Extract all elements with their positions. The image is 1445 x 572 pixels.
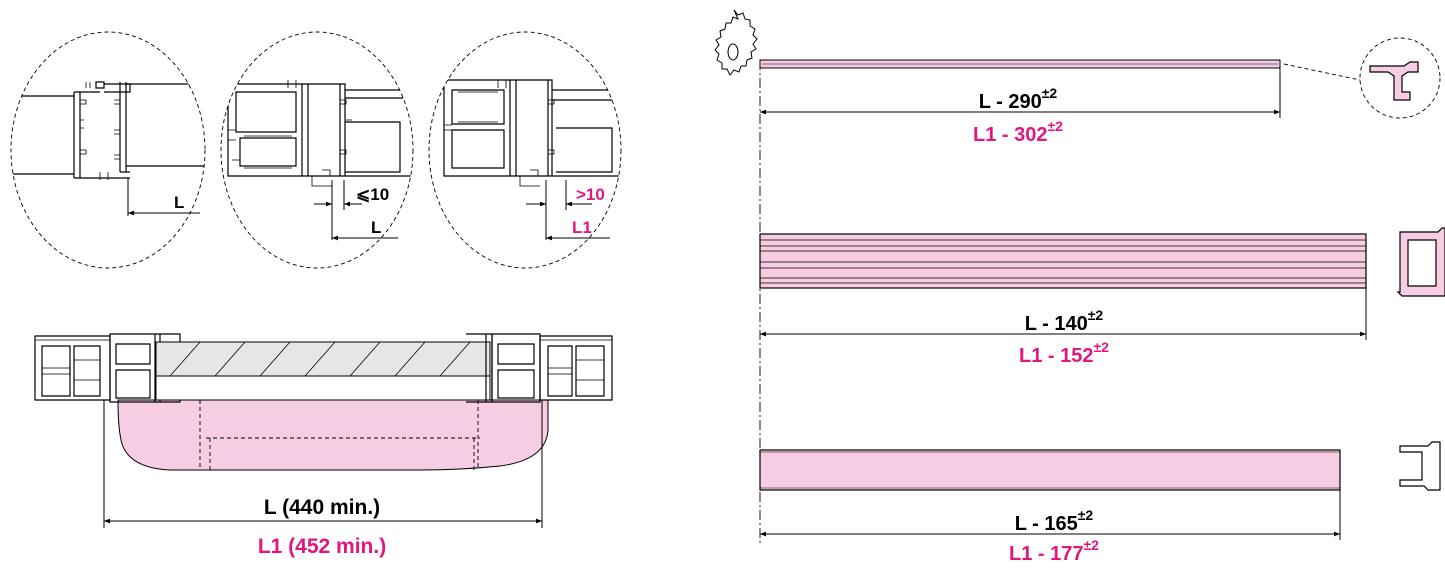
cut-2-label-L1: L1 - 152±2 [1019,339,1109,367]
saw-blade-icon [714,9,758,76]
cut-2: L - 140±2 L1 - 152±2 [759,227,1445,367]
cut-2-label-L: L - 140±2 [1025,307,1104,335]
cut-3-profile-icon [1399,441,1441,491]
assembly-label-L: L (440 min.) [264,496,380,519]
cut-1: L - 290±2 L1 - 302±2 [759,37,1441,146]
cut-1-profile-icon [1369,61,1419,101]
detail-3-label-gt10: >10 [576,185,605,204]
cut-1-label-L1: L1 - 302±2 [973,118,1063,146]
detail-1-profile [11,81,205,180]
cut-3: L - 165±2 L1 - 177±2 [759,441,1441,565]
detail-circle-2: ⩽10 L [220,31,414,269]
detail-2-label-L: L [371,218,381,237]
detail-circle-1: L [10,31,206,269]
detail-1-label-L: L [174,193,184,212]
assembly-right-frame [466,333,613,403]
cut-3-bar [759,449,1341,491]
cut-2-profile-icon [1396,227,1445,297]
detail-3-profile [443,79,621,187]
detail-2-profile [227,80,413,187]
cut-1-label-L: L - 290±2 [979,85,1058,113]
cut-1-leader [1283,63,1361,81]
cut-3-label-L: L - 165±2 [1015,507,1094,535]
cut-3-label-L1: L1 - 177±2 [1009,537,1099,565]
assembly-glass-panel [155,341,491,401]
detail-3-label-L1: L1 [572,218,592,237]
cut-1-detail-circle [1359,37,1441,119]
assembly-pink-cover [117,399,549,471]
detail-circle-3: >10 L1 [428,31,622,269]
detail-2-label-le10: ⩽10 [356,185,389,204]
assembly-section: L (440 min.) L1 (452 min.) [34,333,613,558]
cut-2-bar [759,233,1367,289]
assembly-label-L1: L1 (452 min.) [258,535,386,558]
